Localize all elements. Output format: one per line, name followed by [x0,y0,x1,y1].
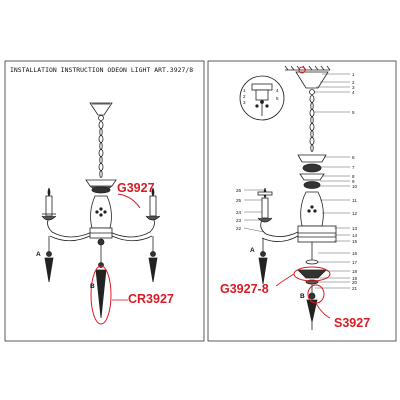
detail-callout-number: 5 [276,96,279,101]
detail-callout-number: 1 [243,88,246,93]
callout-number: 23 [236,218,242,223]
callout-number: 22 [236,226,242,231]
callout-number: 1 [352,72,355,77]
label-a: A [250,247,255,254]
callout-number: 6 [352,155,355,160]
chain [98,121,104,178]
detail-callout-number: 4 [276,88,279,93]
callout-number: 12 [352,211,358,216]
detail-callout-number: 2 [243,94,246,99]
detail-callout-number: 3 [243,100,246,105]
right-panel-frame [207,60,397,342]
callout-number: 3 [352,85,355,90]
cup-pointer-line [117,193,141,209]
label-a: A [36,251,41,258]
cup-part-code: G3927 [117,181,155,195]
callout-number: 24 [236,210,242,215]
callout-number: 7 [352,165,355,170]
bead-part-code: S3927 [334,316,371,330]
callout-number: 20 [352,280,358,285]
ceiling-hook-highlight [298,66,306,74]
right-callout-numbers: 1 2 3 4 5 6 7 8 9 10 11 12 13 14 15 16 1… [236,72,358,291]
callout-number: 15 [352,239,358,244]
callout-number: 9 [352,179,355,184]
pendant-part-code: CR3927 [128,292,174,306]
callout-number: 5 [352,110,355,115]
callout-number: 8 [352,174,355,179]
callout-number: 11 [352,198,357,203]
callout-number: 2 [352,80,355,85]
left-panel-frame [4,60,205,342]
crystal-pendant-highlight [90,265,112,325]
left-chandelier [41,102,161,319]
callout-number: 16 [352,251,358,256]
label-b: B [300,293,305,300]
callout-number: 10 [352,184,358,189]
callout-number: 19 [352,276,358,281]
callout-number: 14 [352,233,358,238]
callout-number: 21 [352,286,358,291]
callout-number: 4 [352,90,355,95]
label-b: B [90,283,95,290]
callout-number: 18 [352,269,358,274]
chain [309,95,315,152]
callout-number: 26 [236,188,242,193]
bobeche-part-code: G3927-8 [220,282,269,296]
callout-number: 25 [236,198,242,203]
callout-number: 13 [352,226,358,231]
callout-leaders [243,73,350,289]
callout-number: 17 [352,260,358,265]
right-chandelier [239,65,337,330]
sheet-title: INSTALLATION INSTRUCTION ODEON LIGHT ART… [10,66,194,74]
